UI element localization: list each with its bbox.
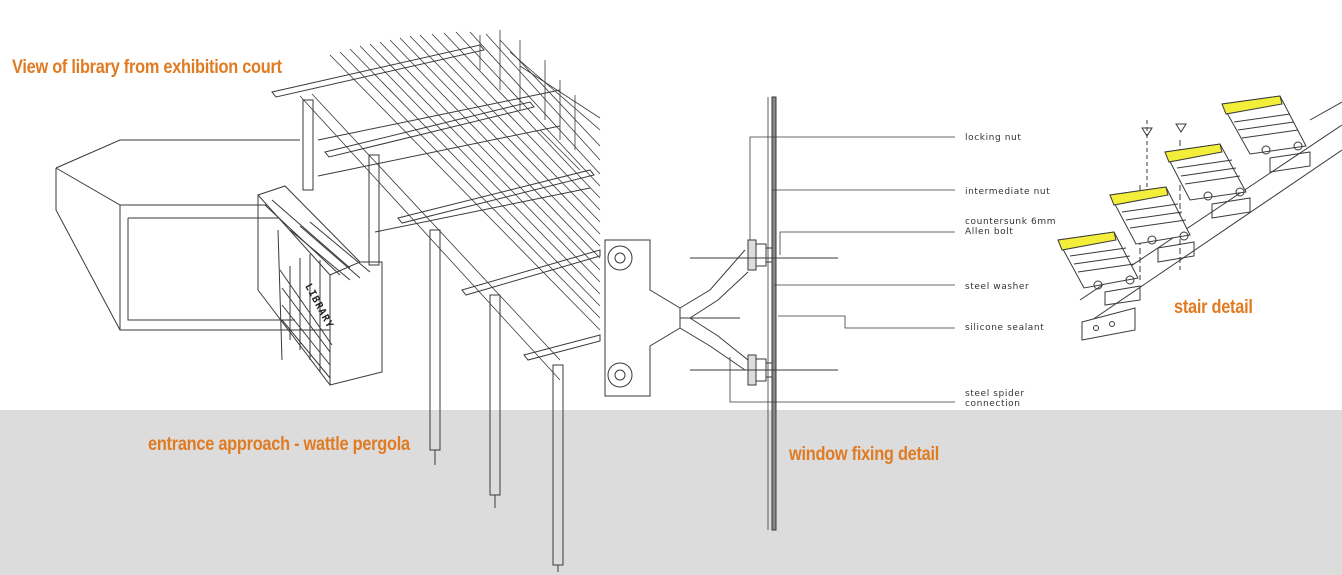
callout-steel-spider-line2: connection (965, 399, 1021, 409)
callout-steel-spider-line1: steel spider (965, 389, 1025, 399)
stair-tread (1164, 143, 1251, 219)
callout-intermediate-nut: intermediate nut (965, 187, 1051, 197)
library-building (55, 139, 330, 331)
ground-band (0, 410, 1342, 575)
library-sign-block (257, 185, 383, 386)
callout-steel-washer: steel washer (965, 282, 1030, 292)
caption-library-view: View of library from exhibition court (12, 57, 282, 78)
caption-window: window fixing detail (789, 444, 940, 465)
stair-tread (1057, 231, 1141, 306)
bolt-assembly-lower (690, 354, 838, 386)
spider-plate (604, 239, 749, 397)
pergola-slats (299, 30, 601, 381)
caption-entrance: entrance approach - wattle pergola (148, 434, 410, 455)
bolt-assembly-upper (690, 239, 838, 271)
caption-stair: stair detail (1174, 297, 1253, 318)
window-fixing-drawing (604, 96, 955, 531)
glass-pane (771, 96, 777, 531)
stair-drawing (1057, 95, 1342, 341)
callout-silicone-sealant: silicone sealant (965, 323, 1045, 333)
pergola-columns (302, 99, 564, 572)
stair-tread (1109, 186, 1195, 263)
callout-countersunk-line1: countersunk 6mm (965, 217, 1057, 227)
stair-tread (1221, 95, 1311, 173)
leader-lines (729, 136, 955, 403)
pergola-drawing (55, 30, 601, 572)
callout-countersunk-line2: Allen bolt (965, 227, 1014, 237)
callout-locking-nut: locking nut (965, 133, 1022, 143)
